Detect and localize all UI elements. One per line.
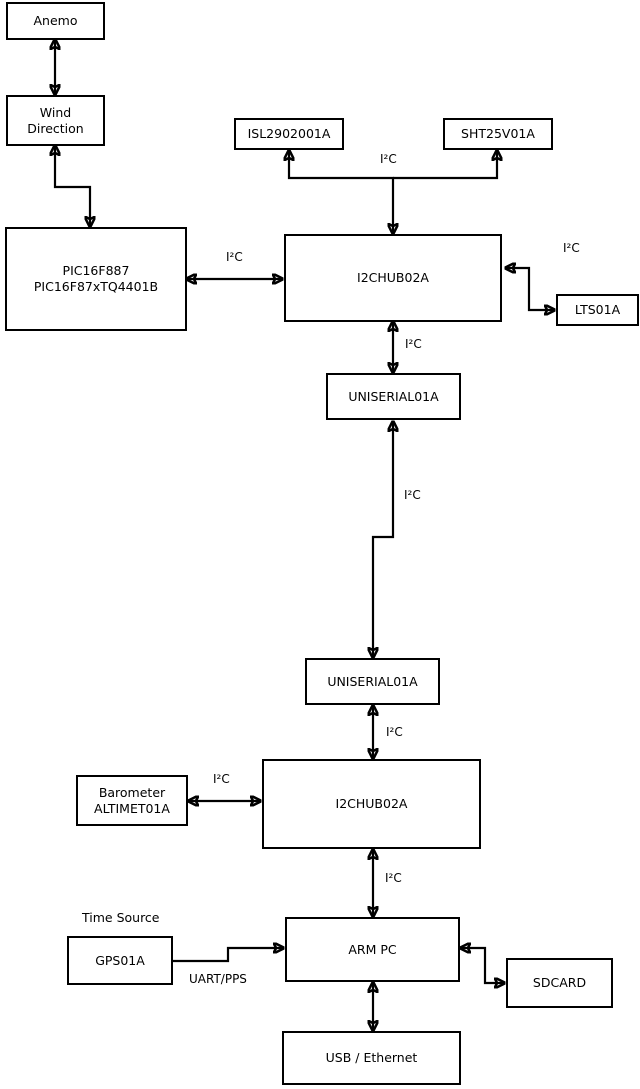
node-lts01a[interactable]: LTS01A — [556, 294, 639, 326]
wire-hubtop-sensorbus — [289, 151, 393, 233]
node-uniserial01a-lower[interactable]: UNISERIAL01A — [305, 658, 440, 705]
node-isl2902001a[interactable]: ISL2902001A — [234, 118, 344, 150]
node-i2chub02a-bottom[interactable]: I2CHUB02A — [262, 759, 481, 849]
node-gps01a-label: GPS01A — [95, 952, 145, 968]
node-usb-ethernet-label: USB / Ethernet — [325, 1050, 418, 1066]
node-i2chub02a-top[interactable]: I2CHUB02A — [284, 234, 502, 322]
edge-label-i2c-top-sensors: I²C — [380, 152, 397, 166]
edge-label-uart-pps: UART/PPS — [189, 972, 247, 986]
wire-uniserial-link — [373, 422, 393, 657]
edge-label-i2c-uniserial-hub2: I²C — [386, 725, 403, 739]
node-i2chub02a-top-label: I2CHUB02A — [357, 270, 429, 286]
edge-label-i2c-hub2-armpc: I²C — [385, 871, 402, 885]
wire-armpc-sdcard — [461, 948, 504, 983]
node-barometer-altimet01a-label: Barometer ALTIMET01A — [94, 784, 170, 816]
node-sht25v01a-label: SHT25V01A — [461, 126, 535, 142]
node-uniserial01a-upper[interactable]: UNISERIAL01A — [326, 373, 461, 420]
edge-label-i2c-uniserial-link: I²C — [404, 488, 421, 502]
node-isl2902001a-label: ISL2902001A — [247, 126, 331, 142]
node-usb-ethernet[interactable]: USB / Ethernet — [282, 1031, 461, 1085]
wire-hubtop-lts — [506, 268, 554, 310]
edge-label-i2c-baro-hub2: I²C — [213, 772, 230, 786]
label-time-source: Time Source — [82, 910, 160, 925]
node-sdcard-label: SDCARD — [532, 975, 587, 991]
node-uniserial01a-upper-label: UNISERIAL01A — [348, 388, 439, 404]
node-pic-mcu[interactable]: PIC16F887 PIC16F87xTQ4401B — [5, 227, 187, 331]
wire-sensorbus-sht — [393, 151, 497, 180]
wire-wind-pic — [55, 146, 90, 226]
node-sht25v01a[interactable]: SHT25V01A — [443, 118, 553, 150]
node-gps01a[interactable]: GPS01A — [67, 936, 173, 985]
wire-gps-armpc — [173, 948, 283, 963]
edge-label-i2c-pic-hub: I²C — [226, 250, 243, 264]
node-anemo-label: Anemo — [33, 13, 78, 29]
node-uniserial01a-lower-label: UNISERIAL01A — [327, 673, 418, 689]
edge-label-i2c-hub-lts: I²C — [563, 241, 580, 255]
node-wind-direction-label: Wind Direction — [27, 104, 84, 136]
node-pic-mcu-label: PIC16F887 PIC16F87xTQ4401B — [33, 263, 159, 294]
node-i2chub02a-bottom-label: I2CHUB02A — [335, 796, 408, 812]
node-sdcard[interactable]: SDCARD — [506, 958, 613, 1008]
node-wind-direction[interactable]: Wind Direction — [6, 95, 105, 146]
node-barometer-altimet01a[interactable]: Barometer ALTIMET01A — [76, 775, 188, 826]
node-arm-pc[interactable]: ARM PC — [285, 917, 460, 982]
edge-label-i2c-hub-uniserial: I²C — [405, 337, 422, 351]
node-arm-pc-label: ARM PC — [348, 941, 397, 957]
node-lts01a-label: LTS01A — [574, 302, 621, 318]
node-anemo[interactable]: Anemo — [6, 2, 105, 40]
